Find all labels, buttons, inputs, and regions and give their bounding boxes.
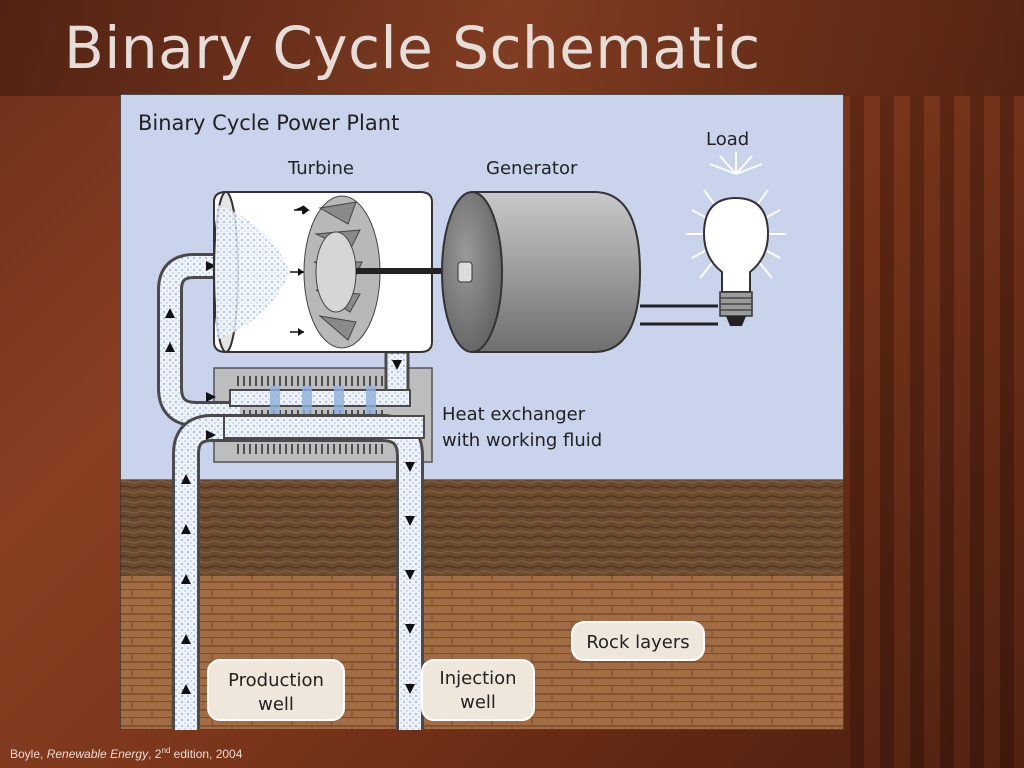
heat-exchanger-label-line1: Heat exchanger [442,404,586,425]
load-wires [640,304,718,326]
turbine-rotor [303,195,381,349]
rock-layers-badge [571,621,705,661]
flow-arrows [165,261,415,694]
diagram-heading: Binary Cycle Power Plant [138,111,399,135]
background-top-band [0,0,1024,96]
injection-well-label-line1: Injection [439,668,516,689]
citation-caption: Boyle, Renewable Energy, 2nd edition, 20… [10,746,242,761]
turbine [213,191,433,353]
production-well-badge [207,659,345,721]
turbine-shaft [356,268,464,274]
turbine-label: Turbine [287,158,354,179]
caption-edition-prefix: , 2 [148,747,162,761]
caption-edition-sup: nd [161,746,171,755]
load-label: Load [706,129,749,150]
heat-exchanger-label-line2: with working fluid [442,430,602,451]
caption-book-title: Renewable Energy [46,747,149,761]
caption-author: Boyle, [10,747,47,761]
generator-label: Generator [486,158,578,179]
generator [441,191,642,353]
production-well-label-line1: Production [228,670,324,691]
injection-well-badge [421,659,535,721]
light-bulb-icon [686,152,786,326]
binary-cycle-diagram: Binary Cycle Power Plant Turbine Generat… [120,94,844,730]
caption-edition-suffix: edition, 2004 [170,747,243,761]
production-well-label-line2: well [258,694,294,715]
rock-layers-label: Rock layers [586,632,689,653]
soil-layer [120,480,844,576]
background-right-texture [850,96,1024,768]
injection-well-label-line2: well [460,692,496,713]
slide-title: Binary Cycle Schematic [64,14,761,82]
